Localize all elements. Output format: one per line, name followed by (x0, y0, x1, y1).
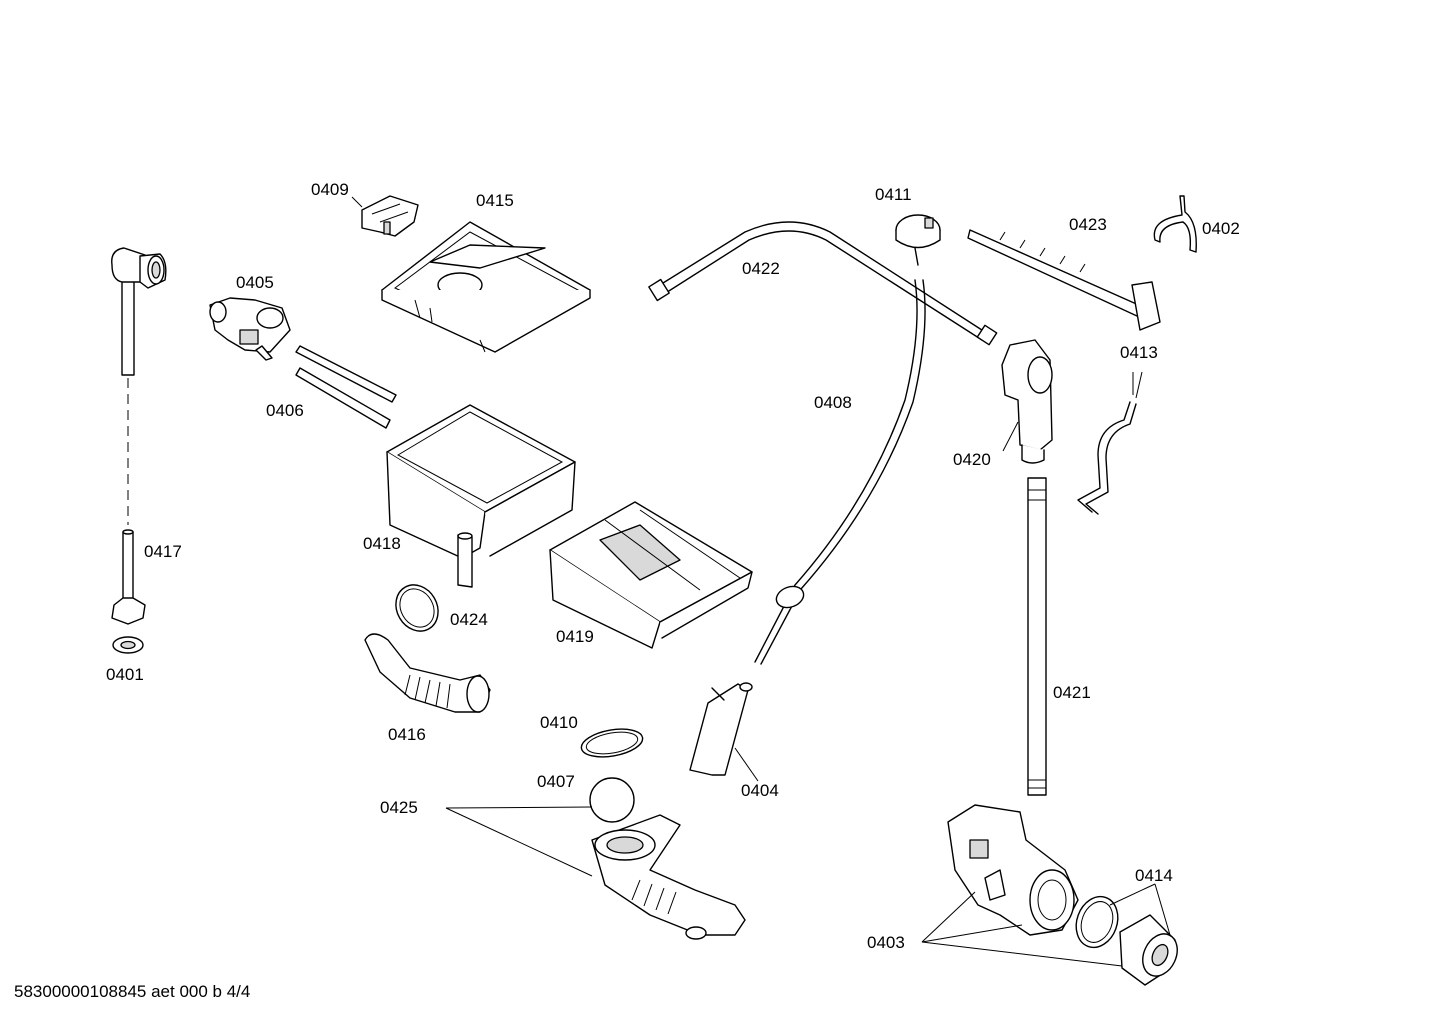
part-0405-water-valve (209, 297, 291, 361)
part-label: 0411 (875, 185, 912, 204)
part-0407-ball (589, 777, 635, 823)
part-label: 0423 (1069, 215, 1107, 234)
part-0420-sump-chamber (1001, 339, 1053, 464)
part-label: 0410 (540, 713, 578, 732)
part-label: 0424 (450, 610, 488, 629)
part-0408-tube (754, 279, 926, 665)
part-0419-drawer-insert (549, 501, 753, 649)
part-label: 0403 (867, 933, 905, 952)
part-label: 0402 (1202, 219, 1240, 238)
part-label: 0406 (266, 401, 304, 420)
part-label: 0414 (1135, 866, 1173, 885)
part-label: 0417 (144, 542, 182, 561)
part-label: 0405 (236, 273, 274, 292)
leader-lines (351, 196, 1171, 967)
part-0425-sump-hose (591, 814, 746, 940)
part-0415-dispenser-housing (381, 221, 591, 353)
part-label: 0409 (311, 180, 349, 199)
part-0401-0417-inlet-hose (111, 247, 167, 654)
part-label: 0413 (1120, 343, 1158, 362)
part-label: 0421 (1053, 683, 1091, 702)
part-label: 0419 (556, 627, 594, 646)
part-label: 0407 (537, 772, 575, 791)
part-label: 0404 (741, 781, 779, 800)
part-0421-hose (1027, 477, 1047, 796)
part-0404-canister (689, 682, 753, 776)
part-0422-hose (648, 221, 998, 346)
part-0406-tubes (295, 345, 397, 429)
part-label: 0422 (742, 259, 780, 278)
part-0410-ring (580, 728, 644, 758)
part-label: 0420 (953, 450, 991, 469)
part-0411-pressure-switch (895, 214, 941, 266)
part-label: 0425 (380, 798, 418, 817)
part-label: 0418 (363, 534, 401, 553)
part-0423-rail (967, 229, 1161, 331)
part-0424-gasket (395, 584, 439, 632)
part-0413-wire (1077, 401, 1137, 515)
document-footer: 58300000108845 aet 000 b 4/4 (14, 982, 251, 1001)
part-0402-hook (1153, 195, 1197, 253)
part-0403-drain-pump (947, 804, 1079, 936)
part-0409-bracket (361, 195, 419, 237)
part-0416-bellows-hose (364, 633, 491, 713)
part-label: 0415 (476, 191, 514, 210)
part-label: 0408 (814, 393, 852, 412)
part-label: 0401 (106, 665, 144, 684)
part-0414-filter (1075, 895, 1178, 986)
part-label: 0416 (388, 725, 426, 744)
part-0418-drawer-shell (386, 404, 576, 588)
